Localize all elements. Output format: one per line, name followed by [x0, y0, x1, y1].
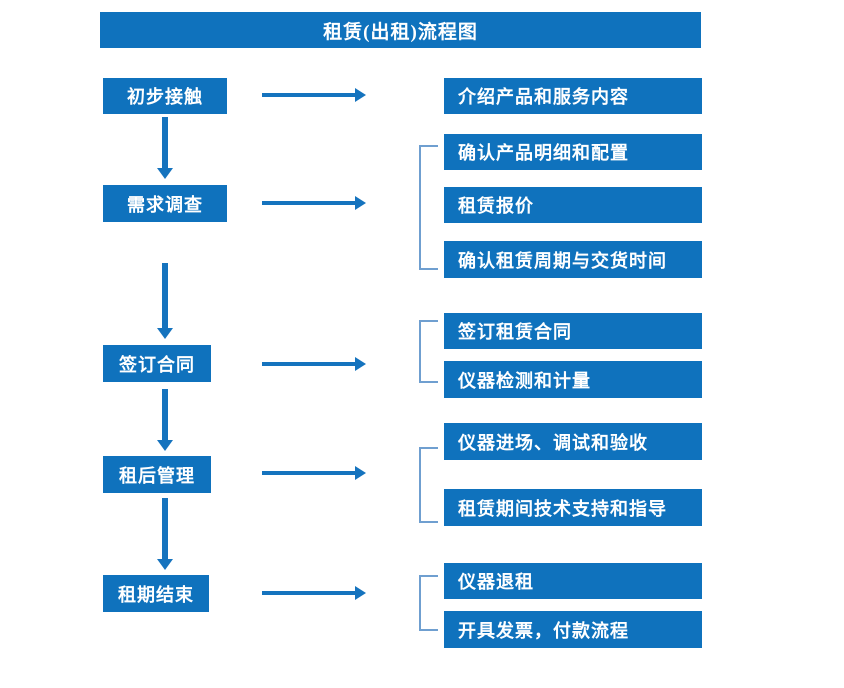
stage-box-2[interactable]: 需求调查 — [103, 185, 227, 222]
arrow-right-icon-2 — [262, 196, 366, 210]
arrow-head — [355, 88, 366, 102]
arrow-right-icon-4 — [262, 466, 366, 480]
stage-box-3[interactable]: 签订合同 — [103, 345, 211, 382]
arrow-shaft — [262, 471, 355, 475]
detail-box-5-1[interactable]: 仪器退租 — [444, 563, 702, 599]
arrow-head — [355, 357, 366, 371]
arrow-head — [355, 196, 366, 210]
arrow-right-icon-3 — [262, 357, 366, 371]
arrow-shaft — [162, 263, 168, 328]
group-bracket-2 — [419, 145, 438, 270]
arrow-down-icon-2 — [157, 263, 173, 339]
arrow-down-icon-3 — [157, 389, 173, 451]
stage-box-5[interactable]: 租期结束 — [103, 575, 209, 612]
arrow-shaft — [262, 362, 355, 366]
detail-box-2-1[interactable]: 确认产品明细和配置 — [444, 134, 702, 170]
detail-box-2-2[interactable]: 租赁报价 — [444, 187, 702, 223]
arrow-right-icon-1 — [262, 88, 366, 102]
arrow-head — [157, 559, 173, 570]
detail-box-3-1[interactable]: 签订租赁合同 — [444, 313, 702, 349]
detail-box-2-3[interactable]: 确认租赁周期与交货时间 — [444, 241, 702, 278]
detail-box-5-2[interactable]: 开具发票，付款流程 — [444, 611, 702, 648]
group-bracket-4 — [419, 447, 438, 523]
arrow-right-icon-5 — [262, 586, 366, 600]
detail-box-4-2[interactable]: 租赁期间技术支持和指导 — [444, 489, 702, 526]
arrow-shaft — [162, 389, 168, 440]
arrow-head — [157, 440, 173, 451]
arrow-head — [157, 168, 173, 179]
arrow-shaft — [262, 201, 355, 205]
stage-box-1[interactable]: 初步接触 — [103, 78, 227, 114]
arrow-shaft — [262, 93, 355, 97]
detail-box-3-2[interactable]: 仪器检测和计量 — [444, 361, 702, 398]
arrow-head — [355, 586, 366, 600]
arrow-shaft — [262, 591, 355, 595]
arrow-head — [355, 466, 366, 480]
detail-box-4-1[interactable]: 仪器进场、调试和验收 — [444, 423, 702, 460]
arrow-shaft — [162, 498, 168, 559]
stage-box-4[interactable]: 租后管理 — [103, 456, 211, 493]
detail-box-1-1[interactable]: 介绍产品和服务内容 — [444, 78, 702, 114]
arrow-head — [157, 328, 173, 339]
arrow-shaft — [162, 117, 168, 168]
group-bracket-5 — [419, 575, 438, 631]
group-bracket-3 — [419, 320, 438, 383]
flowchart-title: 租赁(出租)流程图 — [100, 12, 701, 48]
arrow-down-icon-1 — [157, 117, 173, 179]
arrow-down-icon-4 — [157, 498, 173, 570]
